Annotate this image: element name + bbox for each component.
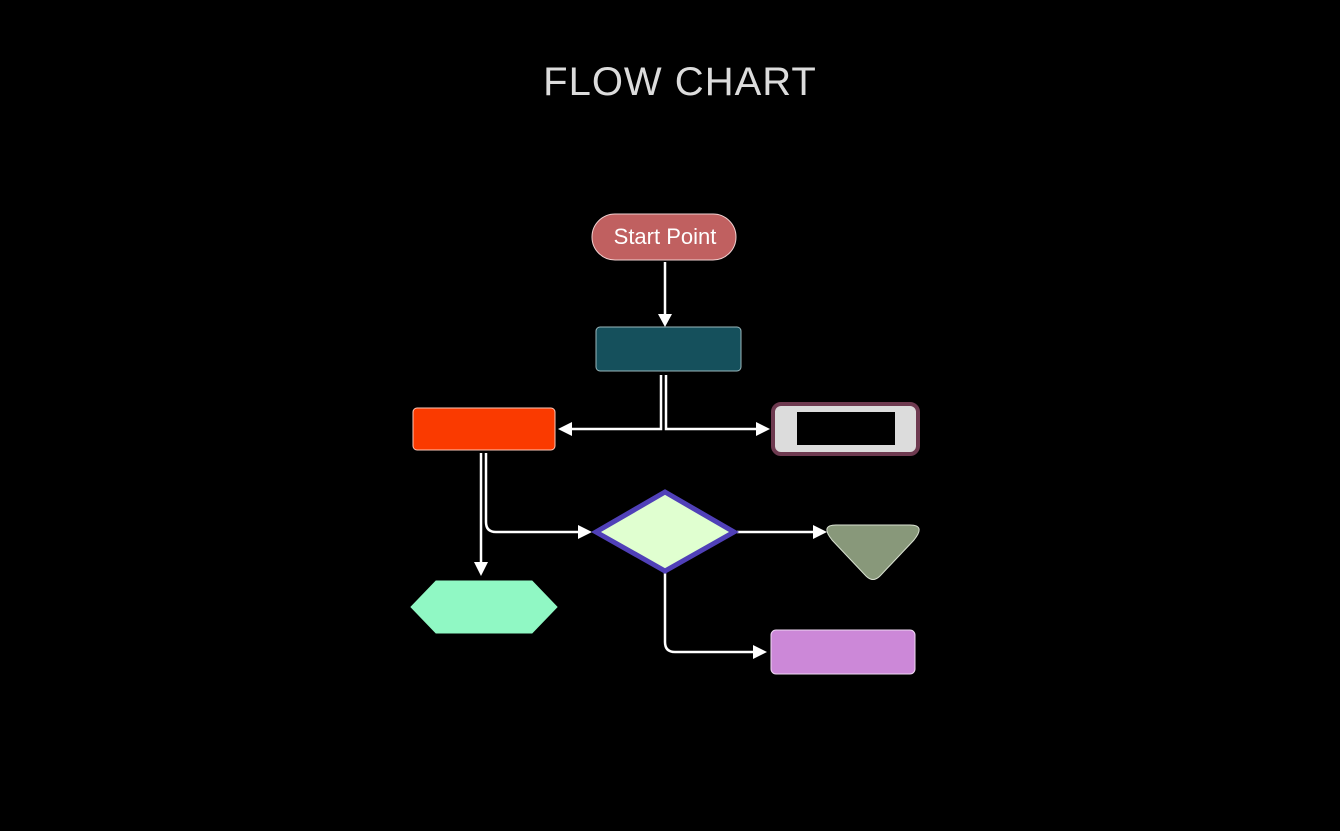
node-funnel[interactable] <box>826 524 920 580</box>
diagram-title: FLOW CHART <box>543 60 817 104</box>
edges <box>474 262 827 659</box>
edge-left-box-to-decision <box>484 453 592 539</box>
edge-decision-to-bottom-box <box>663 573 767 659</box>
right-box-inner <box>797 412 895 445</box>
node-bottom-box[interactable] <box>770 629 916 675</box>
node-process[interactable] <box>595 326 742 372</box>
edge-process-to-left-box <box>558 375 663 436</box>
edge-decision-to-funnel <box>737 525 827 539</box>
start-shape[interactable] <box>591 213 737 261</box>
hexagon-shape[interactable] <box>410 580 558 634</box>
decision-shape[interactable] <box>590 489 740 574</box>
edge-start-to-process <box>658 262 672 327</box>
edge-left-box-to-hexagon <box>474 453 488 576</box>
bottom-box-shape[interactable] <box>770 629 916 675</box>
left-box-shape[interactable] <box>412 407 556 451</box>
funnel-shape[interactable] <box>826 524 920 580</box>
node-left-box[interactable] <box>412 407 556 451</box>
node-right-box[interactable] <box>771 402 920 456</box>
start-label: Start Point <box>614 224 717 249</box>
node-start[interactable]: Start Point <box>591 213 737 261</box>
edge-process-to-right-box <box>664 375 770 436</box>
node-decision[interactable] <box>590 489 740 574</box>
node-hexagon[interactable] <box>410 580 558 634</box>
process-shape[interactable] <box>595 326 742 372</box>
